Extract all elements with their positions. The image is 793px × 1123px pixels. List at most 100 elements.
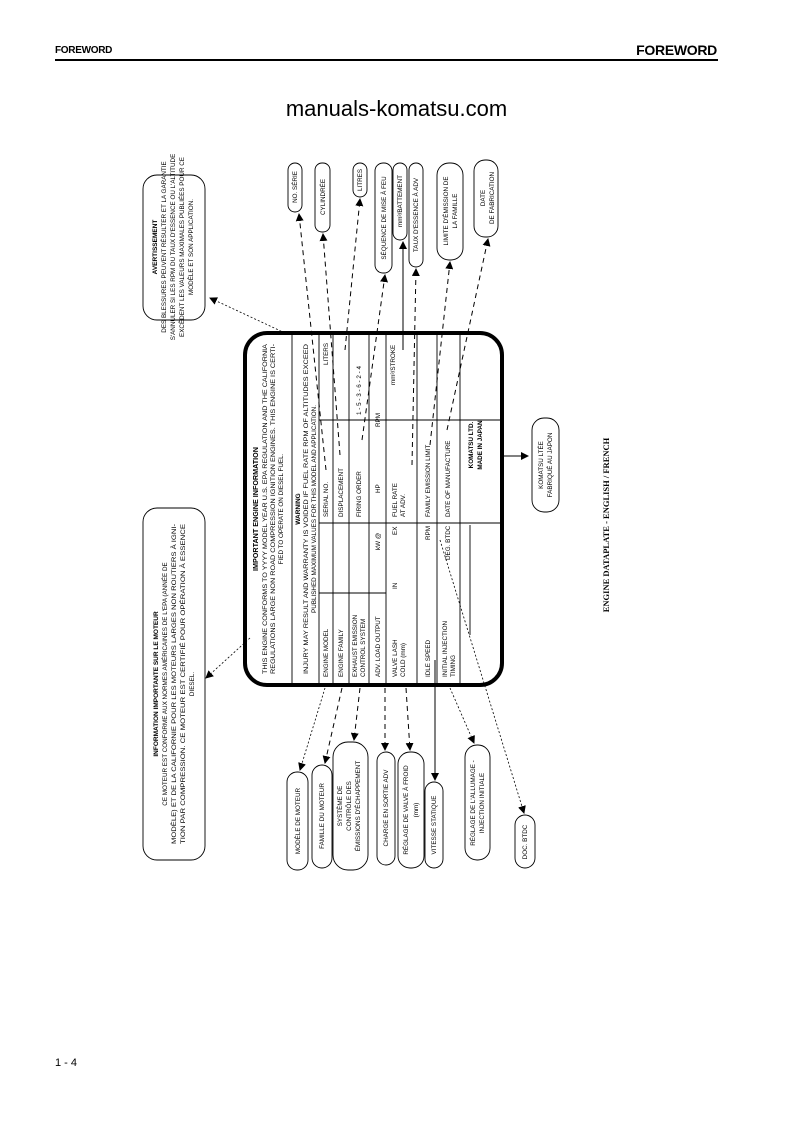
field-serial-no: SERIAL NO. [323, 482, 330, 517]
maker-fr-line: FABRIQUÉ AU JAPON [545, 432, 554, 497]
header-section-right: FOREWORD [636, 42, 717, 58]
plate-warning-title: WARNING [295, 493, 302, 524]
field-in: IN [392, 582, 399, 589]
callout-fuel-rate: TAUX D'ESSENCE À ADV [408, 162, 424, 268]
field-firing-value: 1 - 5 - 3 - 6 - 2 - 4 [356, 366, 363, 415]
field-fuel-2: AT ADV. [400, 494, 407, 517]
field-rpm: RPM [375, 413, 382, 427]
callout-valve-lash: RÉGLAGE DE VALVE À FROID (mm) [397, 751, 425, 869]
field-engine-model: ENGINE MODEL [323, 628, 330, 677]
field-adv-load: ADV. LOAD OUTPUT [375, 616, 382, 677]
plate-grid [318, 333, 502, 685]
callout-text: INJECTION INITIALE [479, 773, 486, 834]
info-fr-line: DIESEL. [189, 672, 196, 696]
field-hp: HP [375, 484, 382, 493]
callout-text: DATE [480, 190, 487, 206]
info-fr-line: TION PAR COMPRESSION. CE MOTEUR EST CERT… [178, 524, 187, 844]
plate-warning-2: PUBLISHED MAXIMUM VALUES FOR THIS MODEL … [311, 405, 318, 613]
field-idle: IDLE SPEED [425, 639, 432, 677]
callout-text: MODÈLE DE MOTEUR [293, 787, 302, 854]
callout-injection-timing: RÉGLAGE DE L'ALLUMAGE - INJECTION INITIA… [464, 744, 491, 861]
plate-title: IMPORTANT ENGINE INFORMATION [251, 447, 260, 571]
arrow-warning-fr [209, 297, 286, 334]
field-displacement: DISPLACEMENT [338, 468, 345, 517]
field-emission-limit: FAMILY EMISSION LIMIT [425, 445, 432, 517]
callout-text: DOC. BTDC [522, 824, 529, 859]
top-callout-arrows [295, 198, 491, 471]
callout-liters: LITRES [352, 162, 368, 198]
callout-text: CHARGE EN SORTIE ADV [383, 769, 390, 847]
callout-text: VITESSE STATIQUE [431, 796, 438, 855]
callout-text: (mm) [413, 803, 420, 818]
callout-load-output: CHARGE EN SORTIE ADV [376, 751, 396, 866]
plate-border [243, 331, 504, 687]
page-number: 1 - 4 [55, 1057, 78, 1069]
callout-text: CYLINDRÉE [318, 179, 327, 215]
callout-text: ÉMISSIONS D'ÉCHAPPEMENT [353, 761, 362, 852]
field-valve-2: COLD (mm) [400, 643, 407, 677]
callout-text: mm³/BATTEMENT [397, 175, 404, 227]
field-idle-rpm: RPM [425, 526, 432, 540]
callout-text: LIMITE D'ÉMISSION DE [441, 176, 450, 245]
warning-fr-line: MODÈLE ET SON APPLICATION. [186, 199, 195, 295]
watermark: manuals-komatsu.com [285, 96, 508, 121]
field-firing-order: FIRING ORDER [356, 471, 363, 517]
dataplate: IMPORTANT ENGINE INFORMATION THIS ENGINE… [243, 331, 504, 687]
field-date-mfg: DATE OF MANUFACTURE [445, 441, 452, 518]
callout-exhaust-system: SYSTÈME DE CONTRÔLE DES ÉMISSIONS D'ÉCHA… [332, 741, 369, 871]
field-exhaust-2: CONTROL SYSTEM [360, 619, 367, 677]
maker-fr-box: KOMATSU LTÉE FABRIQUÉ AU JAPON [531, 417, 560, 513]
header-rule [55, 59, 718, 61]
info-fr-box: INFORMATION IMPORTANTE SUR LE MOTEUR CE … [142, 507, 206, 861]
field-kw: kW @ [375, 533, 382, 550]
field-ex: EX [392, 526, 399, 535]
callout-text: RÉGLAGE DE VALVE À FROID [401, 765, 410, 855]
callout-text: DE FABRICATION [489, 172, 496, 224]
callout-text: LA FAMILLE [452, 193, 459, 228]
callout-text: RÉGLAGE DE L'ALLUMAGE - [468, 760, 477, 846]
warning-fr-title: AVERTISSEMENT [152, 220, 159, 275]
plate-intro-2: REGULATIONS LARGE NON ROAD COMPRESSION I… [270, 344, 277, 674]
callout-text: SYSTÈME DE [335, 786, 344, 827]
callout-btdc: DOC. BTDC [514, 814, 536, 869]
field-valve-1: VALVE LASH [392, 639, 399, 677]
callout-text: SÉQUENCE DE MISE À FEU [379, 176, 388, 260]
callout-text: CONTRÔLE DES [344, 781, 353, 831]
figure-caption: ENGINE DATAPLATE - ENGLISH / FRENCH [601, 437, 611, 612]
info-fr-line: CE MOTEUR EST CONFORME AUX NORMES AMÉRIC… [160, 562, 169, 805]
plate-warning-1: INJURY MAY RESULT AND WARRANTY IS VOIDED… [303, 343, 310, 674]
field-engine-family: ENGINE FAMILY [338, 628, 345, 677]
warning-fr-line: S'ANNULER SI LES RPM DU TAUX D'ESSENCE O… [170, 154, 177, 341]
field-maker-2: MADE IN JAPAN [477, 420, 484, 470]
bottom-callout-arrows [298, 539, 526, 814]
callout-engine-model: MODÈLE DE MOTEUR [286, 771, 309, 871]
callout-date: DATE DE FABRICATION [473, 159, 499, 238]
info-fr-title: INFORMATION IMPORTANTE SUR LE MOTEUR [153, 611, 160, 757]
warning-fr-box: AVERTISSEMENT DES BLESSURES PEUVENT RÉSU… [142, 154, 206, 341]
field-exhaust-1: EXHAUST EMISSION [352, 614, 359, 677]
callout-text: FAMILLE DU MOTEUR [319, 783, 326, 849]
field-stroke: mm³/STROKE [390, 345, 397, 385]
field-maker-1: KOMATSU LTD. [468, 421, 475, 468]
field-timing-1: INITIAL INJECTION [442, 620, 449, 677]
info-fr-line: MODÈLE) ET DE LA CALIFORNIE POUR LES MOT… [169, 524, 178, 844]
callout-idle-speed: VITESSE STATIQUE [424, 781, 444, 869]
field-timing-2: TIMING [450, 655, 457, 677]
callout-displacement: CYLINDRÉE [314, 162, 331, 233]
field-liters: LITERS [323, 343, 330, 365]
callout-firing-order: SÉQUENCE DE MISE À FEU [374, 162, 393, 274]
plate-intro-1: THIS ENGINE CONFORMS TO YYYY MODEL YEAR … [262, 343, 269, 674]
callout-text: TAUX D'ESSENCE À ADV [411, 177, 420, 252]
plate-intro-3: FIED TO OPERATE ON DIESEL FUEL. [278, 453, 285, 564]
arrow-info-fr [205, 637, 251, 679]
callout-text: LITRES [357, 169, 364, 191]
callout-serial-no: NO. SÉRIE [287, 162, 303, 213]
warning-fr-line: EXCÈDENT LES VALEURS MAXIMALES PUBLIÉES … [177, 157, 186, 337]
warning-fr-line: DES BLESSURES PEUVENT RÉSULTER ET LA GAR… [159, 161, 168, 332]
field-fuel-1: FUEL RATE [392, 483, 399, 517]
header-section-left: FOREWORD [55, 45, 113, 56]
field-btdc: DEG. BTDC [445, 525, 452, 560]
maker-fr-line: KOMATSU LTÉE [536, 441, 545, 489]
callout-engine-family: FAMILLE DU MOTEUR [311, 764, 333, 869]
